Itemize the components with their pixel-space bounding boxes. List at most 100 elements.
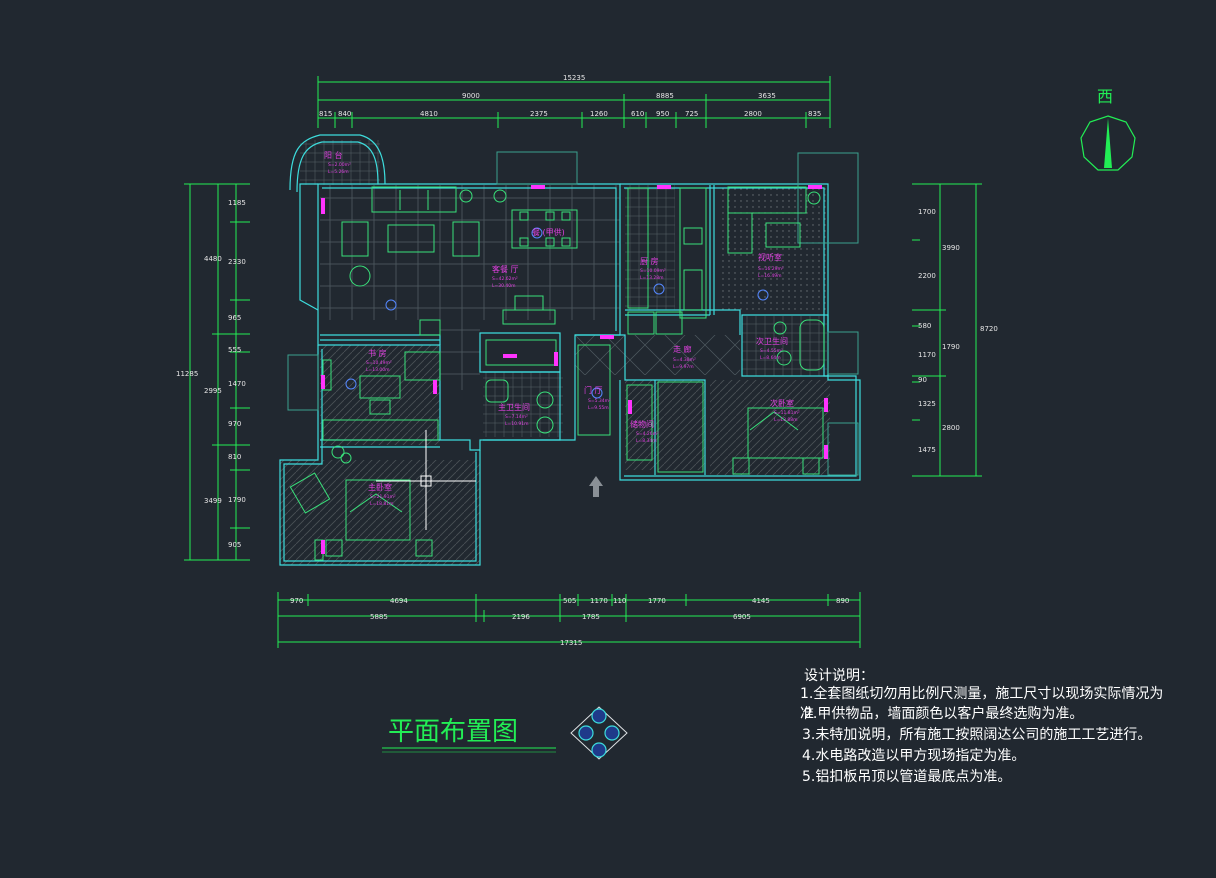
- socket-markers: [321, 185, 828, 554]
- svg-text:L=10.91m: L=10.91m: [505, 421, 529, 427]
- svg-text:2995: 2995: [204, 387, 222, 395]
- svg-text:L=8.64m: L=8.64m: [760, 355, 781, 361]
- svg-text:1785: 1785: [582, 613, 600, 621]
- svg-text:1325: 1325: [918, 400, 936, 408]
- svg-text:1790: 1790: [228, 496, 246, 504]
- drawing-title: 平面布置图: [388, 717, 518, 747]
- svg-text:2375: 2375: [530, 110, 548, 118]
- svg-text:815: 815: [319, 110, 332, 118]
- svg-text:4694: 4694: [390, 597, 408, 605]
- svg-text:3499: 3499: [204, 497, 222, 505]
- note-5: 5.铝扣板吊顶以管道最底点为准。: [802, 769, 1011, 785]
- svg-text:L=18.81m: L=18.81m: [370, 501, 394, 507]
- room-second-bath: 次卫生间: [756, 336, 788, 346]
- drawing-title-block: 平面布置图: [382, 717, 556, 753]
- svg-text:965: 965: [228, 314, 241, 322]
- svg-text:L=5.26m: L=5.26m: [328, 169, 349, 175]
- svg-text:2330: 2330: [228, 258, 246, 266]
- svg-text:9000: 9000: [462, 92, 480, 100]
- svg-text:S=7.14m²: S=7.14m²: [505, 414, 528, 420]
- svg-text:2196: 2196: [512, 613, 530, 621]
- svg-text:L=13.28m: L=13.28m: [640, 275, 664, 281]
- svg-text:725: 725: [685, 110, 698, 118]
- svg-text:1790: 1790: [942, 343, 960, 351]
- svg-text:1475: 1475: [918, 446, 936, 454]
- windows: [287, 151, 859, 476]
- svg-text:11285: 11285: [176, 370, 198, 378]
- compass-label: 西: [1097, 87, 1113, 106]
- svg-text:970: 970: [228, 420, 241, 428]
- svg-text:1470: 1470: [228, 380, 246, 388]
- svg-text:840: 840: [338, 110, 351, 118]
- room-storage: 储物间: [630, 419, 654, 429]
- svg-text:2200: 2200: [918, 272, 936, 280]
- compass-icon: [1080, 115, 1136, 171]
- svg-text:15235: 15235: [563, 74, 585, 82]
- note-2: 2.甲供物品，墙面颜色以客户最终选购为准。: [804, 705, 1083, 722]
- svg-text:L=9.55m: L=9.55m: [588, 405, 609, 411]
- svg-text:8720: 8720: [980, 325, 998, 333]
- svg-text:S=21.91m²: S=21.91m²: [370, 494, 396, 500]
- light-fixtures: [345, 227, 769, 399]
- svg-text:90: 90: [918, 376, 927, 384]
- room-labels: 阳 台 S=2.00m² L=5.26m 客餐 厅 S=42.62m² L=30…: [324, 150, 800, 507]
- svg-text:L=9.97m: L=9.97m: [673, 364, 694, 370]
- svg-text:905: 905: [228, 541, 241, 549]
- svg-text:970: 970: [290, 597, 303, 605]
- svg-text:S=4.26m²: S=4.26m²: [636, 431, 659, 437]
- note-1: 1.全套图纸切勿用比例尺测量，施工尺寸以现场实际情况为: [800, 685, 1163, 702]
- room-master-bath: 主卫生间: [498, 402, 530, 412]
- svg-text:950: 950: [656, 110, 669, 118]
- room-balcony: 阳 台: [324, 150, 343, 160]
- svg-text:L=13.00m: L=13.00m: [366, 367, 390, 373]
- note-3: 3.未特加说明，所有施工按照阔达公司的施工工艺进行。: [802, 727, 1151, 743]
- room-kitchen: 厨 房: [640, 256, 659, 266]
- svg-text:3635: 3635: [758, 92, 776, 100]
- svg-text:1185: 1185: [228, 199, 246, 207]
- svg-text:6905: 6905: [733, 613, 751, 621]
- svg-text:S=10.49m²: S=10.49m²: [366, 360, 392, 366]
- entry-arrow: [589, 476, 603, 497]
- svg-text:1700: 1700: [918, 208, 936, 216]
- svg-text:17315: 17315: [560, 639, 582, 647]
- note-4: 4.水电路改造以甲方现场指定为准。: [802, 748, 1025, 764]
- svg-text:S=10.09m²: S=10.09m²: [640, 268, 666, 274]
- svg-text:S=2.00m²: S=2.00m²: [328, 162, 351, 168]
- room-foyer: 门 厅: [584, 385, 603, 395]
- walls: [279, 134, 861, 566]
- room-corridor: 走 廊: [673, 344, 692, 354]
- svg-text:4480: 4480: [204, 255, 222, 263]
- room-av-room: 视听室: [758, 252, 782, 262]
- svg-text:S=4.55m²: S=4.55m²: [760, 348, 783, 354]
- dimension-lines: [184, 76, 982, 648]
- svg-text:1770: 1770: [648, 597, 666, 605]
- svg-text:505: 505: [563, 597, 576, 605]
- svg-text:810: 810: [228, 453, 241, 461]
- notes-heading: 设计说明：: [804, 668, 874, 684]
- svg-text:S=16.29m²: S=16.29m²: [758, 266, 784, 272]
- section-marker-icon: [570, 706, 628, 760]
- svg-text:580: 580: [918, 322, 931, 330]
- cad-cursor: [376, 430, 476, 530]
- furniture: [289, 186, 825, 561]
- svg-text:610: 610: [631, 110, 644, 118]
- room-master-bedroom: 主卧室: [368, 482, 392, 492]
- svg-text:L=8.34m: L=8.34m: [636, 438, 657, 444]
- note-1-cont: 准: [800, 706, 814, 722]
- svg-text:1260: 1260: [590, 110, 608, 118]
- svg-text:L=30.40m: L=30.40m: [492, 283, 516, 289]
- room-living-dining: 客餐 厅: [492, 264, 519, 274]
- svg-text:835: 835: [808, 110, 821, 118]
- svg-text:110: 110: [613, 597, 626, 605]
- svg-text:4810: 4810: [420, 110, 438, 118]
- svg-text:5885: 5885: [370, 613, 388, 621]
- svg-text:1170: 1170: [590, 597, 608, 605]
- svg-text:4145: 4145: [752, 597, 770, 605]
- svg-text:1170: 1170: [918, 351, 936, 359]
- room-study: 书 房: [368, 348, 387, 358]
- svg-text:8885: 8885: [656, 92, 674, 100]
- svg-text:S=42.62m²: S=42.62m²: [492, 276, 518, 282]
- svg-text:L=13.88m: L=13.88m: [774, 417, 798, 423]
- room-second-bedroom: 次卧室: [770, 398, 794, 408]
